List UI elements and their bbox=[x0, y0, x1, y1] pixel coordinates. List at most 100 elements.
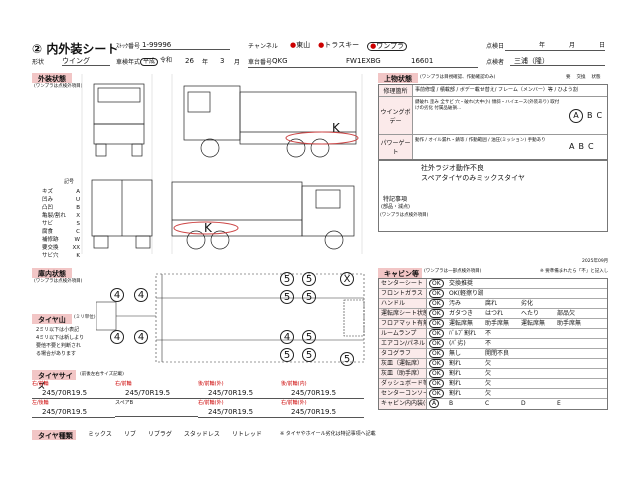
pg-grade-a[interactable]: A bbox=[569, 142, 575, 151]
tire-type-rib[interactable]: リブ bbox=[123, 431, 136, 438]
tire-type-mix[interactable]: ミックス bbox=[88, 431, 112, 438]
exterior-header: 外装状態 bbox=[32, 73, 72, 83]
grade-b[interactable]: B bbox=[587, 110, 593, 120]
tread-front-left-outer[interactable]: 4 bbox=[110, 288, 124, 302]
cabin-option[interactable]: 部品欠 bbox=[557, 310, 576, 317]
cabin-option[interactable]: C bbox=[485, 400, 490, 407]
grade-a[interactable]: A bbox=[569, 108, 583, 123]
cabin-option[interactable]: 助手席無 bbox=[485, 320, 510, 327]
tread-front-left-inner[interactable]: 4 bbox=[134, 288, 148, 302]
cabin-option[interactable]: ガタつき bbox=[449, 310, 474, 317]
cabin-option[interactable]: 劣化 bbox=[521, 300, 534, 307]
channel-option-wanpura[interactable]: ●ワンプラ bbox=[367, 42, 407, 51]
cabin-option[interactable]: はつれ bbox=[485, 310, 504, 317]
cabin-option[interactable]: OK(軽擦り跡等あり) bbox=[449, 290, 483, 297]
tread-rear-left-2[interactable]: 5 bbox=[302, 272, 316, 286]
power-gate-label: パワーゲート bbox=[379, 135, 413, 159]
tread-spare[interactable]: 5 bbox=[340, 352, 354, 366]
cabin-ok-option[interactable]: OK bbox=[427, 329, 447, 338]
cabin-option[interactable]: 運転席無 bbox=[449, 320, 474, 327]
cabin-option[interactable]: 開閉不良 bbox=[485, 350, 510, 357]
cabin-ok-option[interactable]: OK bbox=[427, 389, 447, 398]
tread-rear-right-4[interactable]: 5 bbox=[302, 348, 316, 362]
cabin-ok-option[interactable]: OK bbox=[427, 359, 447, 368]
repair-label: 修理箇所 bbox=[379, 85, 413, 96]
top-status-col-headers: 要交換状態 bbox=[566, 75, 601, 80]
cabin-ok-option[interactable]: OK bbox=[427, 379, 447, 388]
cabin-option[interactable]: ﾊﾞﾙﾌﾞ割れ bbox=[449, 330, 477, 337]
era-heisei[interactable]: 平成 bbox=[140, 58, 159, 66]
date-field[interactable]: 年 月 日 bbox=[505, 42, 605, 51]
tire-type-riblug[interactable]: リブラグ bbox=[147, 431, 172, 438]
legend-item-code: XX bbox=[72, 245, 80, 251]
cabin-ok-option[interactable]: OK bbox=[427, 279, 447, 288]
channel-option-trasky[interactable]: ●トラスキー bbox=[318, 41, 360, 49]
tread-rear-left-1[interactable]: 5 bbox=[280, 272, 294, 286]
cabin-ok-option[interactable]: OK bbox=[427, 369, 447, 378]
special-notes-box: 社外ラジオ動作不良 スペアタイヤのみミックスタイヤ 特記事項 (部品・減点) bbox=[378, 160, 608, 232]
legend-item-code: C bbox=[76, 229, 80, 235]
tread-front-right-outer[interactable]: 4 bbox=[110, 330, 124, 344]
tire-type-retread[interactable]: リトレッド bbox=[231, 431, 262, 438]
cabin-ok-option[interactable]: OK bbox=[427, 339, 447, 348]
truck-diagram: K K bbox=[81, 74, 363, 254]
cabin-option[interactable]: 運転席無 bbox=[521, 320, 546, 327]
cabin-ok-option[interactable]: OK bbox=[427, 319, 447, 328]
doc-code: 2025年09月 bbox=[582, 259, 609, 264]
cabin-option[interactable]: 腐れ bbox=[485, 300, 498, 307]
cabin-option[interactable]: 割れ bbox=[449, 360, 462, 367]
cabin-row-label: センターシート bbox=[379, 279, 427, 288]
cabin-option[interactable]: 交換推奨 bbox=[449, 280, 474, 287]
pg-grade-c[interactable]: C bbox=[587, 142, 594, 151]
cabin-ok-option[interactable]: OK bbox=[427, 289, 447, 298]
tire-type-options: ミックス リブ リブラグ スタッドレス リトレッド bbox=[88, 432, 262, 438]
cabin-row-label: 灰皿（運転席） bbox=[379, 359, 427, 368]
tread-rear-left-4[interactable]: 5 bbox=[302, 290, 316, 304]
tread-front-right-inner[interactable]: 4 bbox=[134, 330, 148, 344]
cabin-ok-option[interactable]: OK bbox=[427, 299, 447, 308]
cabin-option[interactable]: 助手席無 bbox=[557, 320, 582, 327]
tread-rear-right-2[interactable]: 5 bbox=[302, 330, 316, 344]
cabin-option[interactable]: 割れ bbox=[449, 370, 462, 377]
cabin-ok-option[interactable]: OK bbox=[427, 349, 447, 358]
cabin-option[interactable]: 不 bbox=[485, 330, 492, 337]
top-status-header: 上物状態 bbox=[378, 73, 418, 83]
cabin-option[interactable]: (ﾊﾞ劣) bbox=[449, 340, 466, 347]
legend-item-code: W bbox=[74, 237, 80, 243]
cabin-option[interactable]: 割れ bbox=[449, 390, 462, 397]
cabin-option[interactable]: 割れ bbox=[449, 380, 462, 387]
tread-rear-right-1[interactable]: 4 bbox=[280, 330, 294, 344]
pg-grade-b[interactable]: B bbox=[578, 142, 584, 151]
cabin-option[interactable]: 欠 bbox=[485, 390, 492, 397]
cabin-option[interactable]: へたり bbox=[521, 310, 540, 317]
cabin-option[interactable]: 欠 bbox=[485, 360, 492, 367]
legend-item-name: 補修跡 bbox=[42, 237, 59, 243]
cabin-option[interactable]: 欠 bbox=[485, 370, 492, 377]
cabin-note: (ワンプラは一部点検外項目) bbox=[424, 269, 482, 274]
cabin-option[interactable]: E bbox=[557, 400, 561, 407]
cabin-option[interactable]: B bbox=[449, 400, 454, 407]
year-value: 26 bbox=[185, 57, 194, 65]
era-reiwa[interactable]: 令和 bbox=[160, 57, 173, 64]
truck-side-view-left bbox=[183, 85, 359, 158]
cabin-option[interactable]: 汚み bbox=[449, 300, 462, 307]
cabin-option[interactable]: 不 bbox=[485, 340, 492, 347]
channel-option-higashiyama[interactable]: ●東山 bbox=[290, 41, 311, 49]
tread-rear-left-3[interactable]: 5 bbox=[280, 290, 294, 304]
tire-type-studless[interactable]: スタッドレス bbox=[183, 431, 220, 438]
tire-cell-6: スペアB bbox=[115, 401, 198, 418]
tread-spare-x[interactable]: X bbox=[340, 272, 354, 286]
cabin-option[interactable]: D bbox=[521, 400, 526, 407]
cabin-ok-option[interactable]: A bbox=[427, 399, 447, 409]
year-unit: 年 bbox=[202, 59, 209, 66]
tread-rear-right-3[interactable]: 5 bbox=[280, 348, 294, 362]
cabin-ok-option[interactable]: OK bbox=[427, 309, 447, 318]
cabin-option[interactable]: 欠 bbox=[485, 380, 492, 387]
cabin-option[interactable]: 無し bbox=[449, 350, 462, 357]
grade-c[interactable]: C bbox=[596, 110, 603, 120]
